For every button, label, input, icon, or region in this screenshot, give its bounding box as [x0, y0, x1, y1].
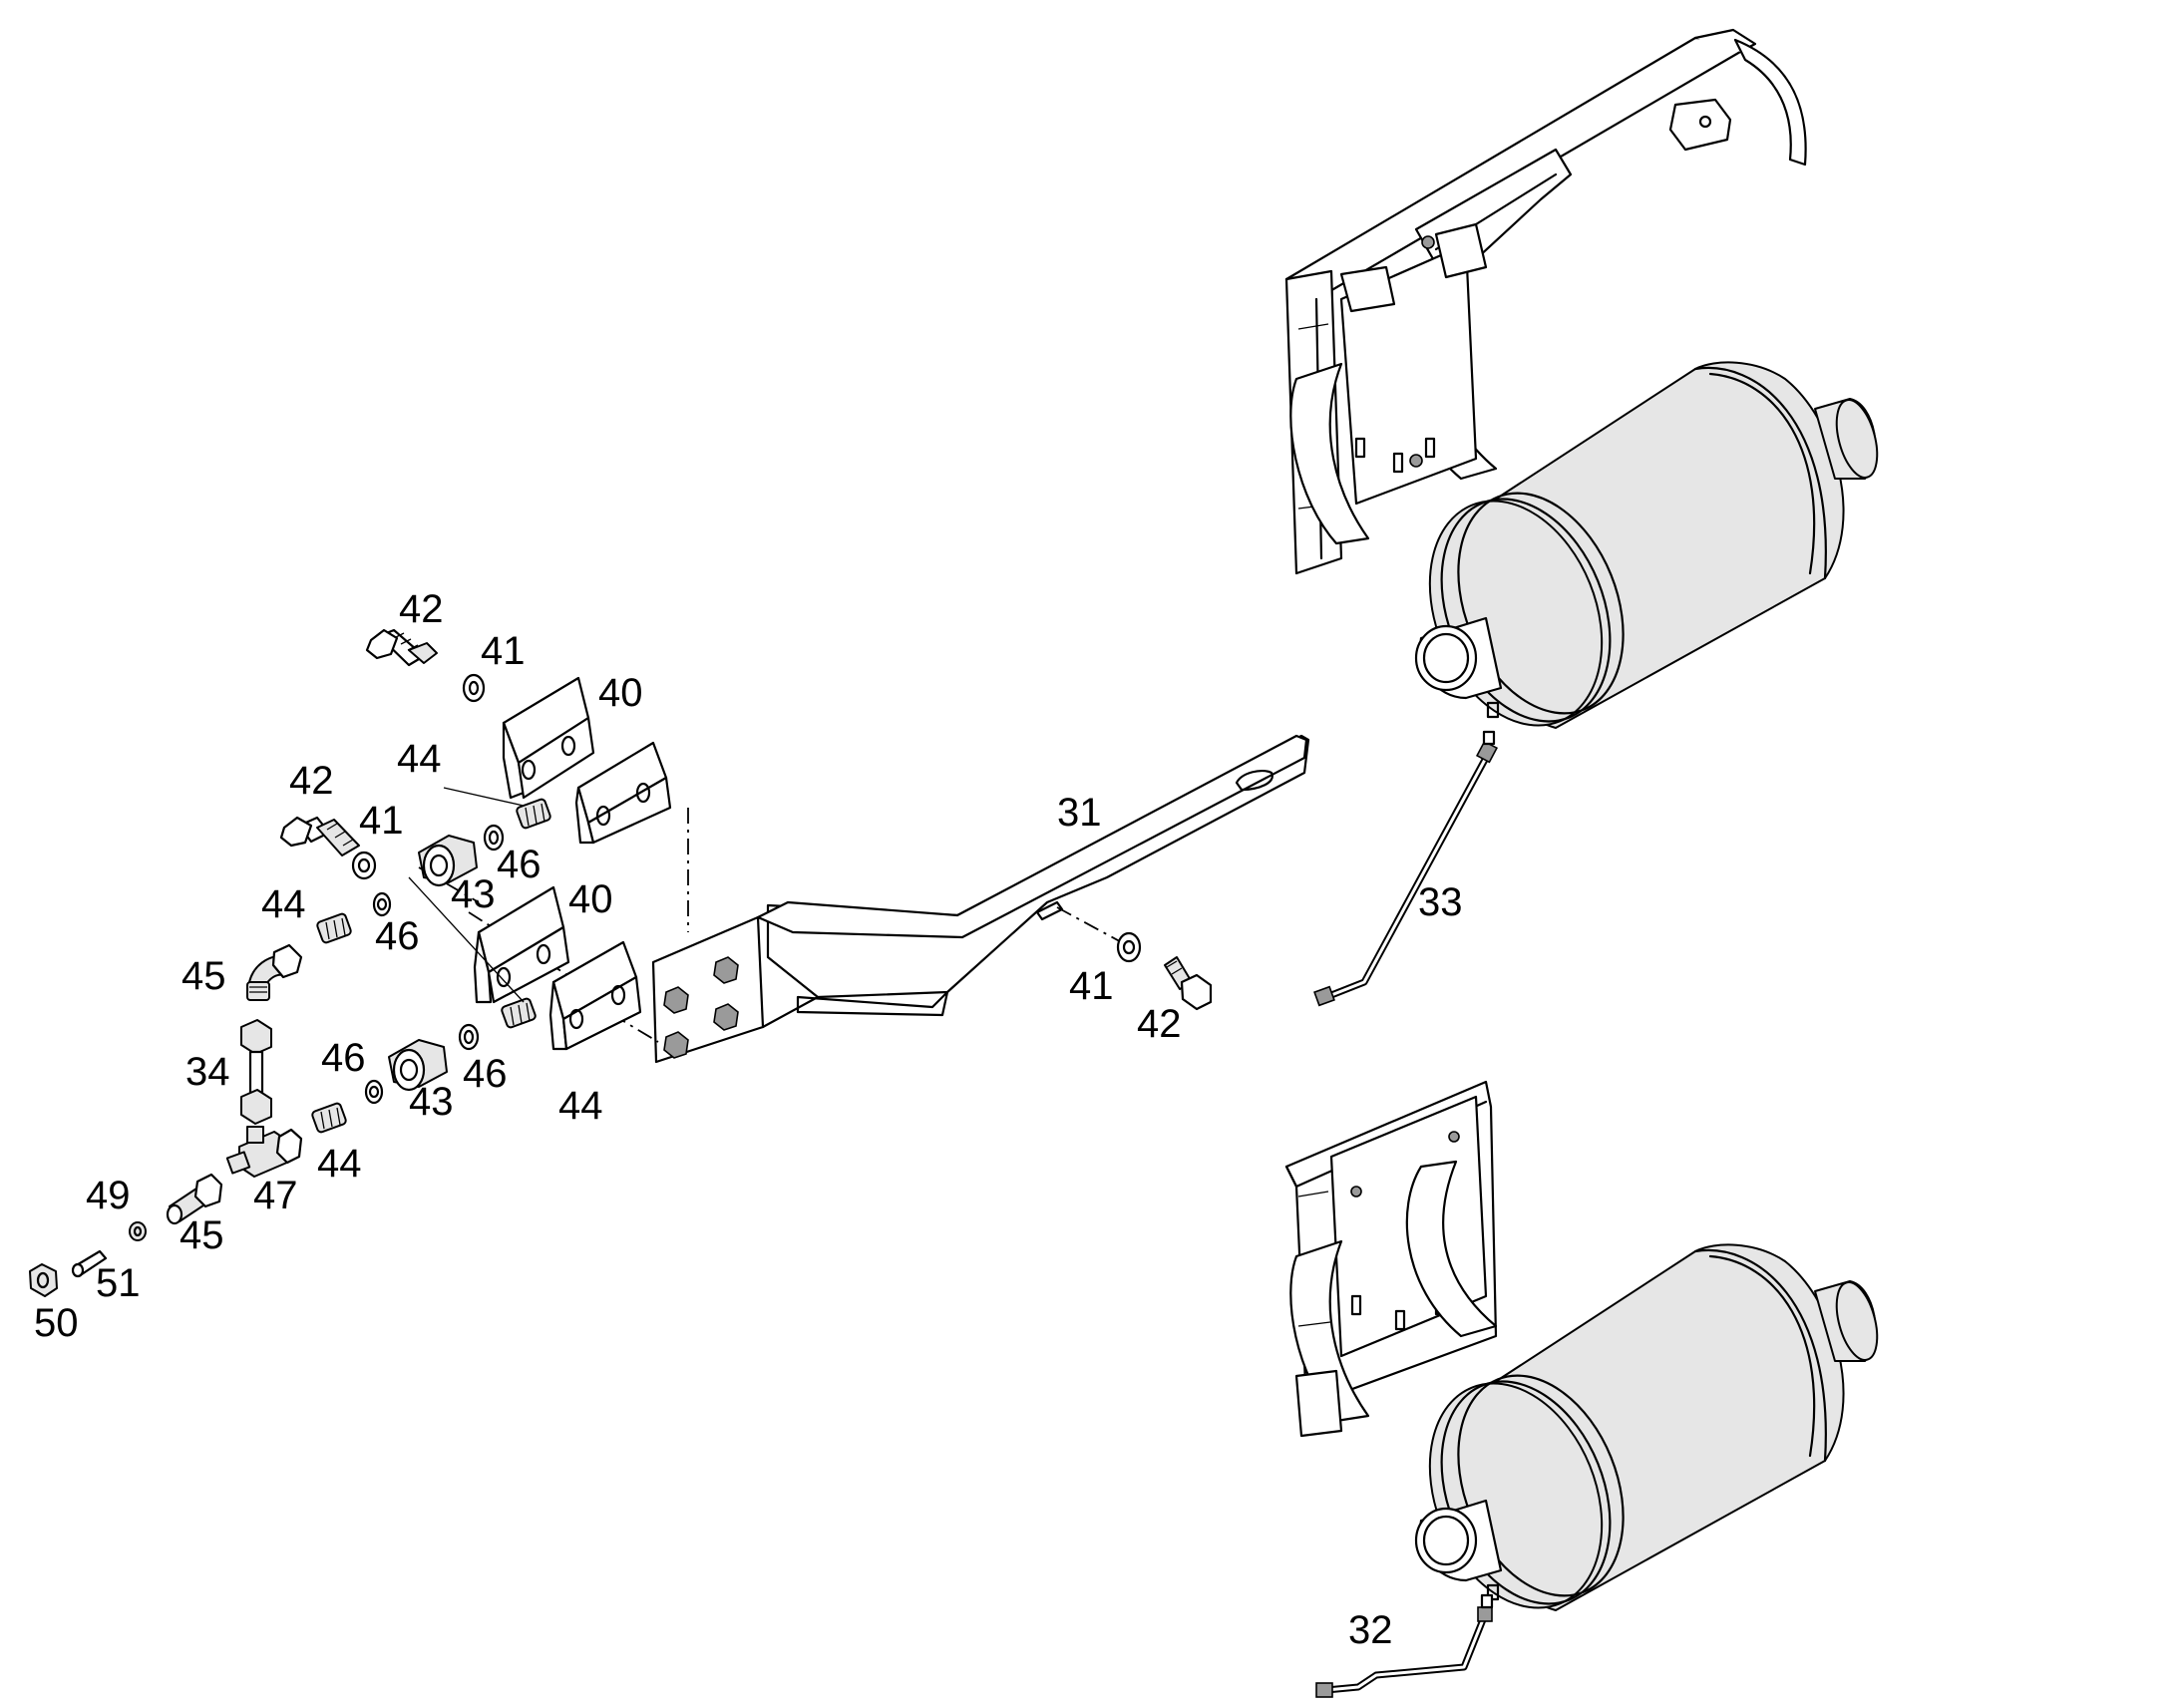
callout-43-lower: 43: [409, 1080, 454, 1124]
washer-41-top: [462, 673, 486, 703]
callout-51: 51: [96, 1261, 141, 1305]
fuel-line-33: [1313, 730, 1499, 1007]
callout-44-left-lower: 44: [317, 1142, 362, 1186]
plate-40-bottom-rear: [548, 940, 642, 1051]
callout-45-lower: 45: [180, 1213, 224, 1257]
fitting-44-left-upper: [316, 912, 352, 944]
elbow-fitting-45-upper: [246, 943, 303, 1001]
washer-46-mid: [372, 891, 392, 917]
callout-46-upper: 46: [497, 843, 542, 886]
sleeve-51: [71, 1249, 108, 1278]
bolt-42-top: [365, 628, 438, 667]
callout-41-top: 41: [481, 629, 526, 673]
fitting-44-upper: [516, 798, 551, 830]
washer-46-lower-right: [458, 1023, 480, 1051]
callout-46-mid: 46: [375, 914, 420, 958]
bolt-42-right: [1164, 956, 1213, 1011]
plate-40-top-rear: [574, 741, 672, 845]
lower-fuel-tank: [1414, 1243, 1879, 1611]
washer-46-lower-left: [364, 1079, 384, 1105]
callout-34: 34: [185, 1050, 230, 1094]
lower-tank-mount-frame: [1284, 1080, 1498, 1438]
upper-tank-mount-frame: [1284, 28, 1807, 575]
callout-33: 33: [1418, 880, 1463, 924]
tube-34: [240, 1019, 272, 1125]
washer-46-upper: [483, 824, 505, 852]
fuel-line-32: [1315, 1593, 1494, 1698]
callout-42-right: 42: [1137, 1002, 1182, 1046]
callout-42-mid: 42: [289, 759, 334, 803]
nut-50: [29, 1263, 58, 1297]
washer-41-right: [1116, 931, 1142, 963]
fitting-44-lower: [501, 997, 537, 1029]
callout-31: 31: [1057, 791, 1102, 835]
leader-lines: [408, 787, 525, 1003]
nut-43-lower: [388, 1039, 448, 1092]
callout-47: 47: [253, 1174, 298, 1217]
fitting-44-left-lower: [311, 1102, 347, 1134]
ferrule-49: [129, 1221, 147, 1241]
callout-49: 49: [86, 1174, 131, 1217]
callout-32: 32: [1348, 1608, 1393, 1652]
callout-44-left-upper: 44: [261, 882, 306, 926]
callout-44-upper: 44: [397, 737, 442, 781]
plate-40-top: [502, 676, 595, 800]
callout-46-lower-right: 46: [463, 1052, 508, 1096]
callout-40-top: 40: [598, 671, 643, 715]
callout-45-upper: 45: [182, 954, 226, 998]
washer-41-mid: [351, 851, 377, 880]
plate-40-bottom: [473, 885, 570, 1004]
callout-42-top: 42: [399, 587, 444, 631]
callout-41-right: 41: [1069, 964, 1114, 1008]
bracket-bolts: [663, 956, 739, 1059]
callout-50: 50: [34, 1301, 79, 1345]
tee-fitting-47: [225, 1126, 303, 1178]
connector-45-lower: [166, 1173, 223, 1225]
callout-labels: 31 32 33 34 40 40 41 41 41 42 42 42 43 4…: [34, 587, 1463, 1652]
nut-43-upper: [418, 835, 478, 887]
callout-43-upper: 43: [451, 872, 496, 916]
callout-40-bottom: 40: [568, 877, 613, 921]
callout-46-lower-left: 46: [321, 1036, 366, 1080]
upper-fuel-tank: [1414, 361, 1879, 729]
callout-41-mid: 41: [359, 799, 404, 843]
bolt-42-mid: [279, 816, 360, 856]
callout-44-lower: 44: [558, 1084, 603, 1128]
main-bracket-31: [651, 734, 1310, 1064]
